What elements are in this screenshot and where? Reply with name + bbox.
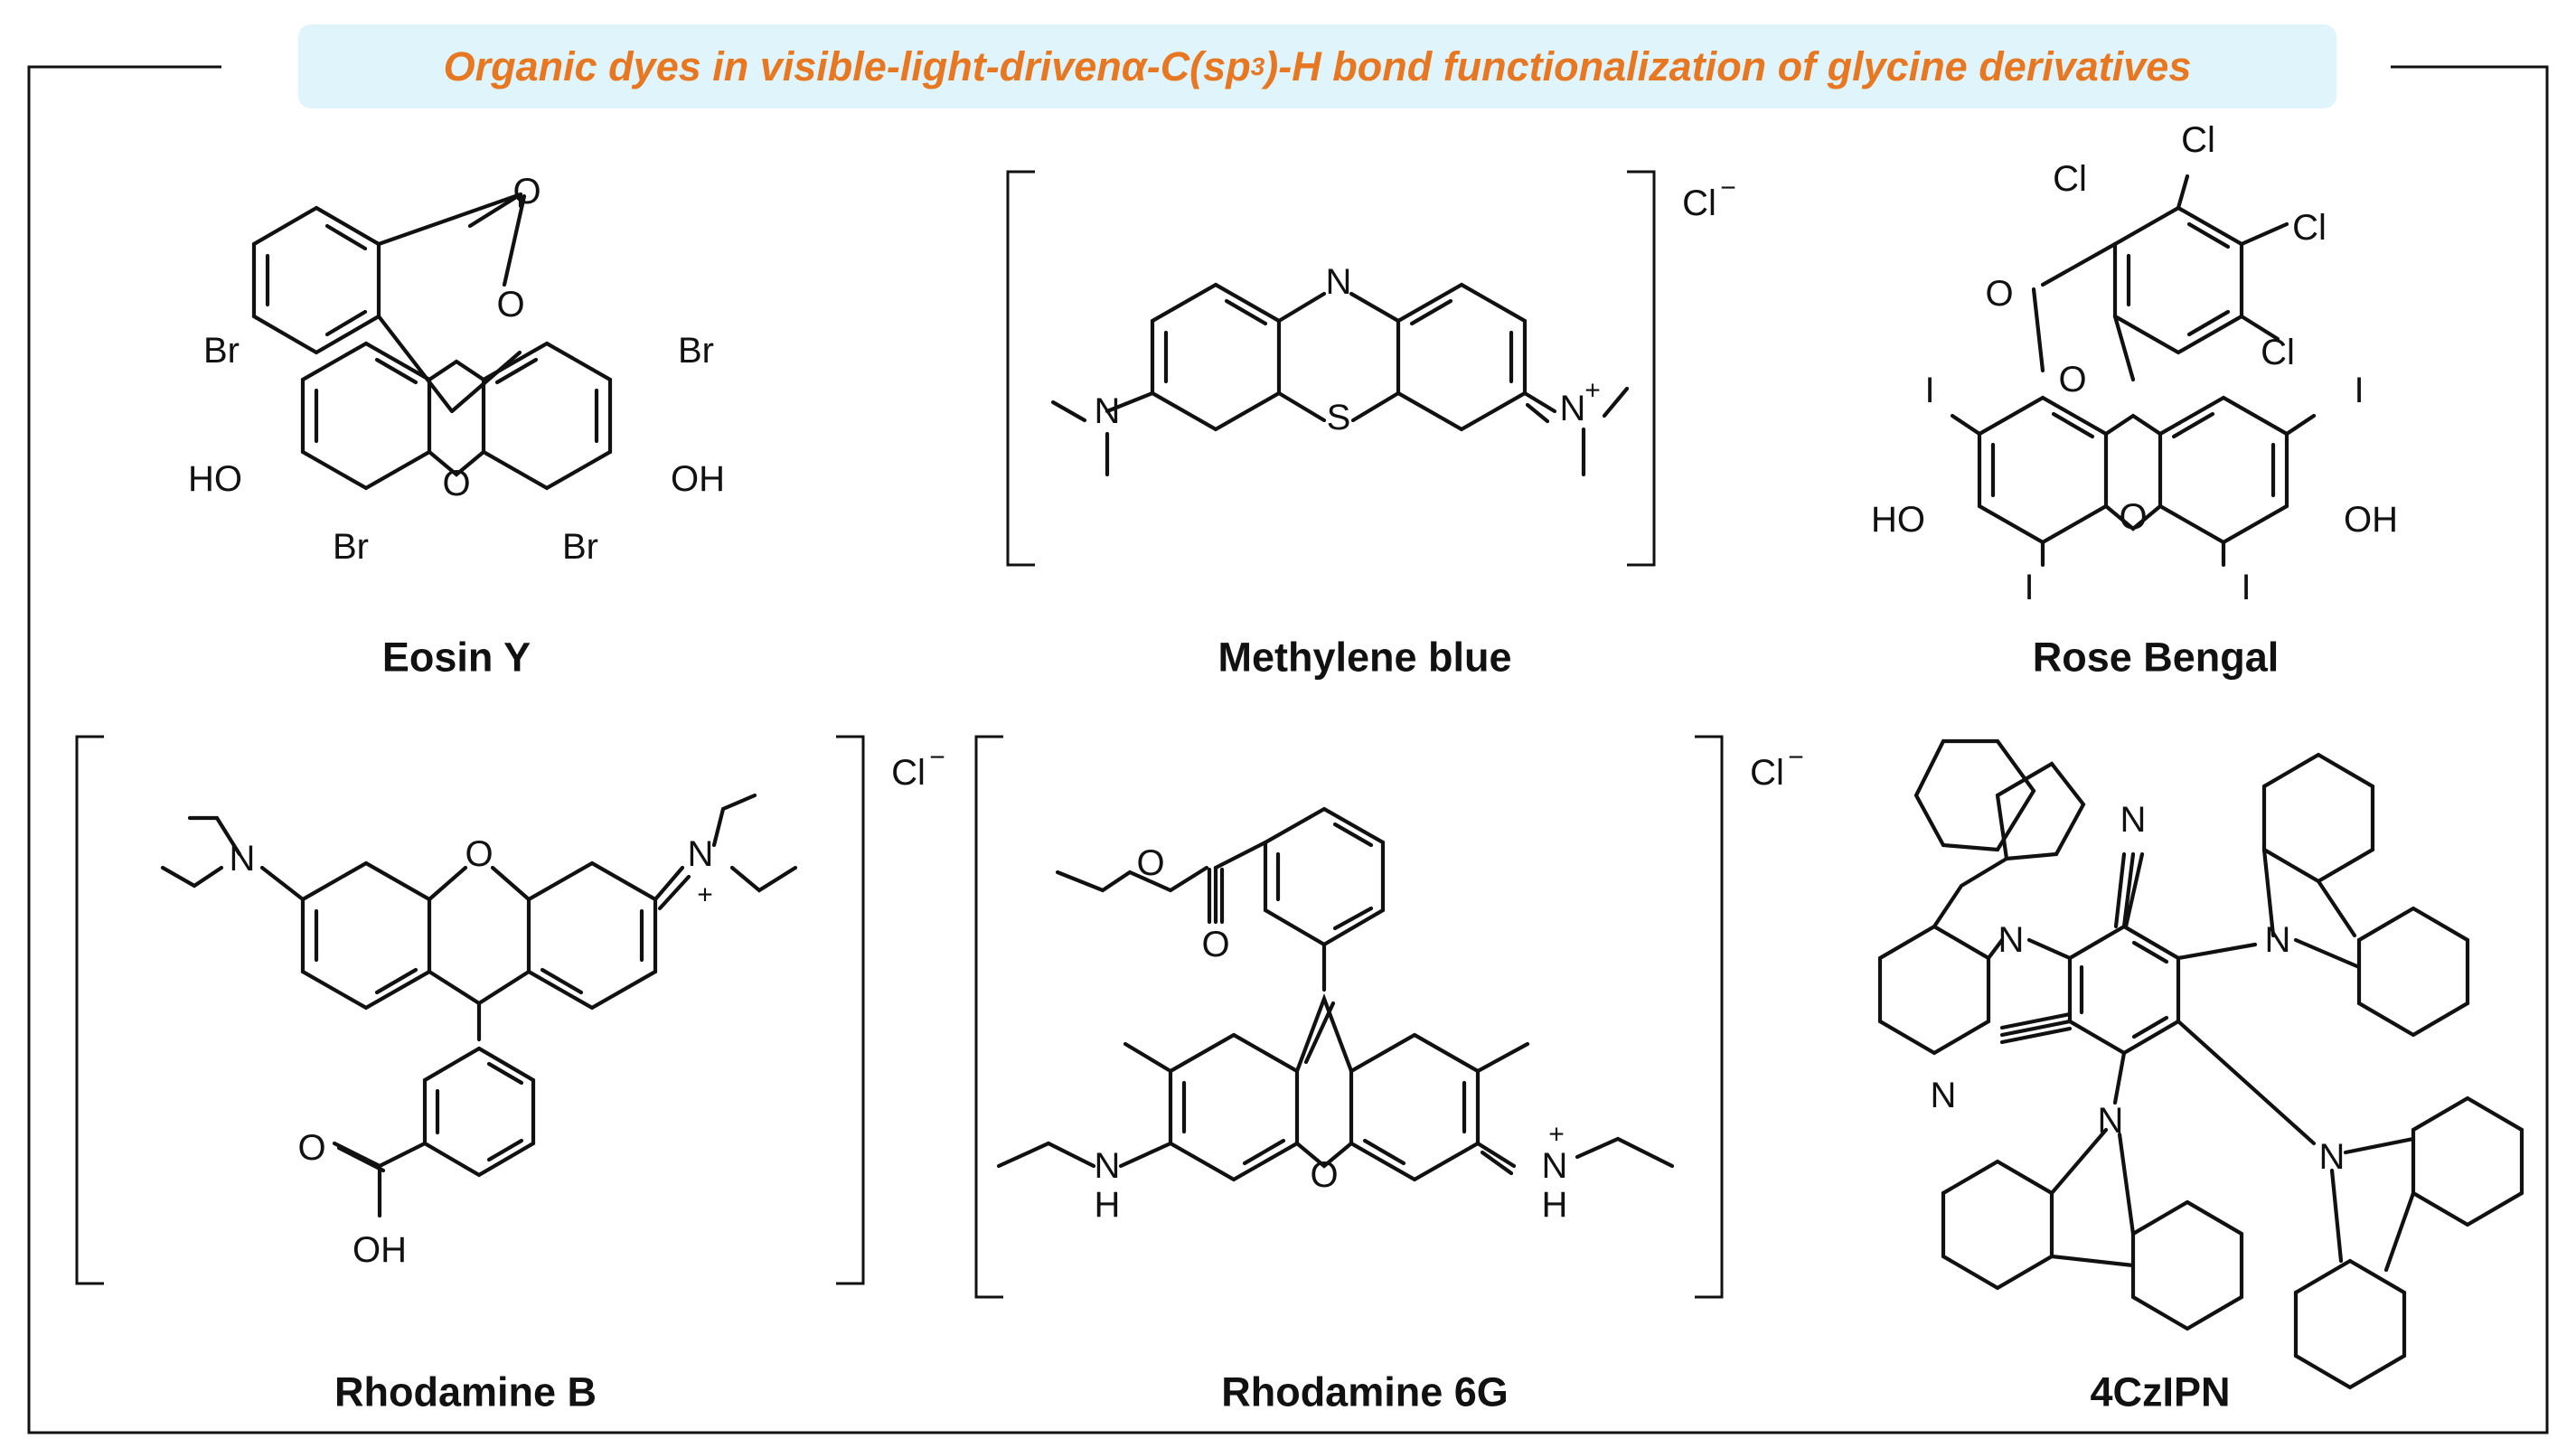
czipn-label: 4CzIPN <box>2090 1369 2230 1415</box>
title-banner: Organic dyes in visible-light-driven α-C… <box>298 24 2336 108</box>
title-sup: 3 <box>1250 52 1265 80</box>
r6g-plus: + <box>1548 1120 1565 1150</box>
eosin-br-3: Br <box>333 527 369 567</box>
r6g-oxygen-xanthene: O <box>1310 1155 1338 1195</box>
mb-nitrogen-left: N <box>1095 391 1121 431</box>
rb-i-1: I <box>1924 371 1934 410</box>
rhb-oxygen-carbonyl: O <box>297 1128 325 1168</box>
rhb-oh: OH <box>353 1230 407 1270</box>
eosin-oxygen-carbonyl: O <box>512 172 541 212</box>
rhb-plus: + <box>697 880 713 910</box>
czipn-carbazole-n-1: N <box>1998 920 2025 960</box>
czipn-nitrile-n-left: N <box>1931 1076 1957 1115</box>
eosin-oh: OH <box>671 459 725 499</box>
mb-chloride: Cl <box>1682 183 1716 223</box>
rb-oxygen-xanthene: O <box>2119 497 2147 537</box>
czipn-carbazole-n-2: N <box>2265 920 2291 960</box>
rb-cl-4: Cl <box>2261 333 2295 372</box>
methylene-blue-bracket-right <box>1627 170 1656 567</box>
eosin-br-4: Br <box>562 527 598 567</box>
rhodamine-6g-structure <box>996 806 1675 1182</box>
eosin-br-1: Br <box>203 331 240 371</box>
rb-cl-2: Cl <box>2181 120 2215 160</box>
rb-oxygen-lactone: O <box>2058 360 2086 400</box>
rhodamine-b-label: Rhodamine B <box>334 1369 597 1415</box>
mb-sulfur: S <box>1327 398 1351 437</box>
r6g-chloride-minus: − <box>1788 743 1804 773</box>
title-mid: -C(sp <box>1146 42 1251 89</box>
eosin-br-2: Br <box>678 331 714 371</box>
rose-bengal-structure <box>1950 174 2317 568</box>
r6g-h-right: H <box>1542 1185 1568 1225</box>
title-pre: Organic dyes in visible-light-driven <box>443 42 1122 89</box>
mb-nitrogen-ring: N <box>1326 262 1352 302</box>
r6g-nitrogen-right: N <box>1542 1146 1568 1186</box>
title-post: )-H bond functionalization of glycine de… <box>1264 42 2192 89</box>
mb-plus: + <box>1584 376 1601 406</box>
czipn-carbazole-n-3: N <box>2098 1101 2124 1141</box>
eosin-oxygen-xanthene: O <box>442 464 470 503</box>
rhb-chloride-minus: − <box>929 743 945 773</box>
methylene-blue-label: Methylene blue <box>1217 635 1511 681</box>
eosin-y-label: Eosin Y <box>382 635 531 681</box>
rhb-nitrogen-right: N <box>688 834 714 874</box>
rb6-oxygen-xanthene: O <box>465 834 493 874</box>
methylene-blue-structure <box>1050 282 1630 477</box>
rhodamine-b-structure <box>160 793 798 1218</box>
rhodamine-6g-label: Rhodamine 6G <box>1221 1369 1509 1415</box>
r6g-oxygen-ester: O <box>1136 843 1164 883</box>
rhodamine-6g-bracket-left <box>974 735 1003 1299</box>
rb-oxygen-carbonyl: O <box>1985 274 2013 314</box>
eosin-oxygen-lactone: O <box>496 285 524 324</box>
rb-cl-3: Cl <box>2292 208 2327 248</box>
rhb-nitrogen-left: N <box>230 839 256 879</box>
r6g-chloride: Cl <box>1750 753 1784 793</box>
rb-cl-1: Cl <box>2053 159 2087 199</box>
r6g-oxygen-carbonyl: O <box>1201 925 1229 964</box>
rb-i-4: I <box>2241 568 2251 607</box>
r6g-h-left: H <box>1095 1185 1121 1225</box>
czipn-nitrile-n-top: N <box>2120 800 2147 840</box>
rb-ho: HO <box>1871 500 1925 540</box>
rhodamine-6g-bracket-right <box>1695 735 1724 1299</box>
rhb-chloride: Cl <box>891 753 926 793</box>
methylene-blue-bracket-left <box>1006 170 1035 567</box>
eosin-y-structure <box>251 192 613 491</box>
czipn-carbazole-n-4: N <box>2319 1137 2346 1177</box>
mb-nitrogen-right: N <box>1560 389 1586 428</box>
outer-frame <box>27 65 2549 1434</box>
czipn-structure <box>1877 738 2524 1390</box>
r6g-nitrogen-left: N <box>1095 1146 1121 1186</box>
rb-i-2: I <box>2354 371 2364 410</box>
rb-i-3: I <box>2024 568 2034 607</box>
rhodamine-b-bracket-left <box>75 735 104 1285</box>
rhodamine-b-bracket-right <box>836 735 865 1285</box>
rb-oh: OH <box>2344 500 2398 540</box>
eosin-ho: HO <box>188 459 242 499</box>
rose-bengal-label: Rose Bengal <box>2033 635 2280 681</box>
title-alpha: α <box>1121 42 1147 89</box>
mb-chloride-minus: − <box>1720 174 1736 203</box>
